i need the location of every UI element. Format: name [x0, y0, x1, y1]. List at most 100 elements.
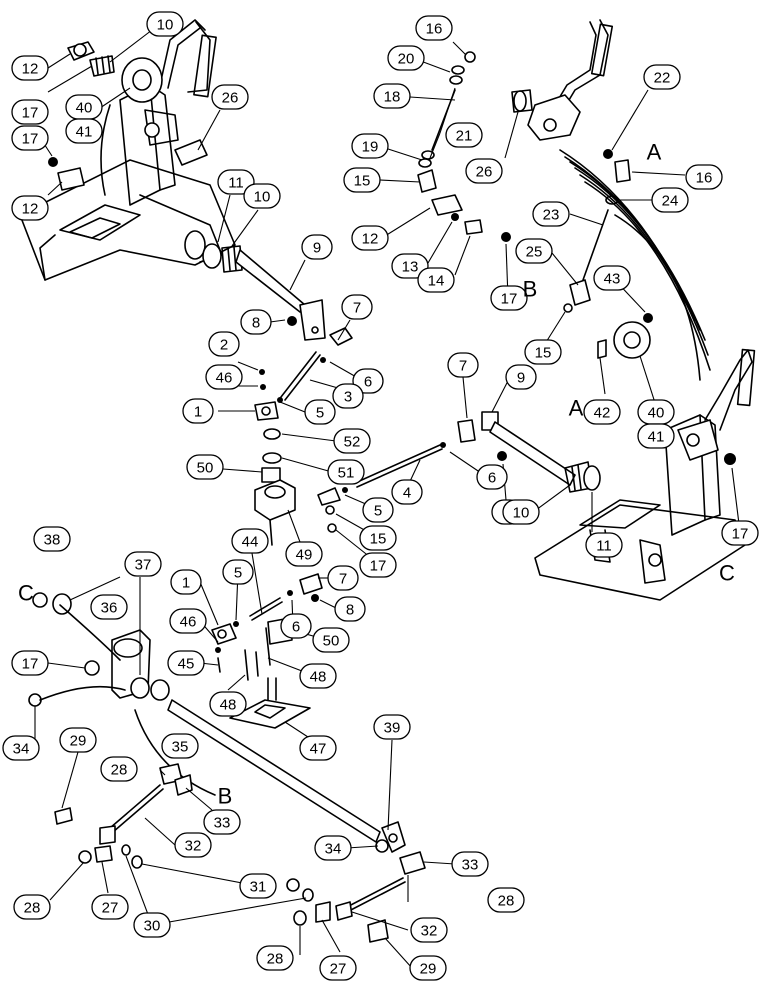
callout-23: 23 [532, 201, 570, 227]
callout-11: 11 [585, 532, 623, 558]
callout-12: 12 [11, 195, 49, 221]
callout-27: 27 [91, 894, 129, 920]
callout-balloon [133, 912, 171, 938]
callout-number: 27 [330, 961, 347, 978]
callout-number: 2 [220, 337, 228, 354]
callout-number: 10 [254, 189, 271, 206]
callout-balloon [211, 84, 249, 110]
callout-38: 38 [33, 526, 71, 552]
callout-12: 12 [351, 225, 389, 251]
callout-number: 7 [459, 358, 467, 375]
callout-number: 39 [384, 720, 401, 737]
link-rod-3-group [254, 327, 353, 483]
callout-balloon [11, 125, 49, 151]
callout-27: 27 [319, 955, 357, 981]
callout-balloon [351, 133, 389, 159]
callout-balloon [476, 464, 508, 490]
pivot-block-49 [254, 479, 296, 546]
reference-letter-a: A [569, 396, 584, 421]
callout-8: 8 [240, 309, 272, 335]
callout-21: 21 [445, 122, 483, 148]
callout-14: 14 [417, 267, 455, 293]
callout-balloon [231, 528, 269, 554]
callout-number: 15 [354, 173, 371, 190]
callout-17: 17 [11, 125, 49, 151]
callout-41: 41 [637, 423, 675, 449]
callout-45: 45 [167, 650, 205, 676]
parts-artwork [19, 19, 756, 943]
callout-32: 32 [174, 832, 212, 858]
callout-balloon [524, 339, 562, 365]
callout-16: 16 [685, 164, 723, 190]
callout-32: 32 [410, 917, 448, 943]
callout-number: 14 [428, 273, 445, 290]
callout-number: 28 [24, 900, 41, 917]
callout-number: 10 [513, 505, 530, 522]
callout-balloon [373, 83, 411, 109]
callout-number: 5 [374, 503, 382, 520]
callout-balloon [445, 122, 483, 148]
callout-balloon [256, 945, 294, 971]
callout-15: 15 [343, 167, 381, 193]
callout-4: 4 [391, 479, 423, 505]
callout-13: 13 [391, 253, 429, 279]
callout-29: 29 [409, 955, 447, 981]
rod-23-group [559, 149, 711, 381]
callout-number: 17 [370, 558, 387, 575]
callout-46: 46 [205, 364, 243, 390]
callout-28: 28 [100, 756, 138, 782]
callout-5: 5 [222, 559, 254, 585]
callout-balloon [209, 691, 247, 717]
callout-balloon [11, 195, 49, 221]
callout-number: 13 [402, 259, 419, 276]
callout-number: 12 [22, 201, 39, 218]
callout-number: 26 [222, 90, 239, 107]
callout-number: 17 [732, 526, 749, 543]
callout-1: 1 [182, 398, 214, 424]
callout-balloon [465, 158, 503, 184]
callout-number: 34 [325, 841, 342, 858]
callout-number: 19 [362, 139, 379, 156]
callout-number: 34 [13, 741, 30, 758]
center-rod-4-group [317, 411, 601, 533]
callout-balloon [532, 201, 570, 227]
callout-number: 1 [194, 404, 202, 421]
callout-number: 30 [144, 918, 161, 935]
callout-26: 26 [211, 84, 249, 110]
callout-15: 15 [359, 525, 397, 551]
callout-number: 33 [462, 857, 479, 874]
callout-number: 31 [250, 879, 267, 896]
callout-number: 4 [403, 485, 411, 502]
callout-10: 10 [243, 183, 281, 209]
callout-12: 12 [11, 55, 49, 81]
callout-balloon [332, 383, 364, 409]
callout-number: 47 [310, 741, 327, 758]
callout-balloon [222, 559, 254, 585]
callout-50: 50 [186, 454, 224, 480]
callout-number: 26 [476, 164, 493, 181]
callout-balloon [685, 164, 723, 190]
callout-balloon [11, 650, 49, 676]
callout-number: 9 [517, 370, 525, 387]
callout-11: 11 [217, 169, 255, 195]
callout-balloon [2, 735, 40, 761]
callout-balloon [343, 167, 381, 193]
callout-7: 7 [327, 565, 359, 591]
reference-letter-b: B [523, 277, 538, 302]
callout-49: 49 [285, 541, 323, 567]
callout-balloon [243, 183, 281, 209]
callout-number: 7 [353, 300, 361, 317]
callout-balloon [327, 459, 365, 485]
callout-44: 44 [231, 528, 269, 554]
callout-balloon [13, 894, 51, 920]
callout-48: 48 [299, 663, 337, 689]
callout-number: 15 [370, 531, 387, 548]
callout-40: 40 [637, 399, 675, 425]
callout-balloon [217, 169, 255, 195]
callout-balloon [11, 99, 49, 125]
callout-balloon [59, 727, 97, 753]
callout-number: 52 [344, 434, 361, 451]
callout-19: 19 [351, 133, 389, 159]
callout-number: 10 [157, 17, 174, 34]
